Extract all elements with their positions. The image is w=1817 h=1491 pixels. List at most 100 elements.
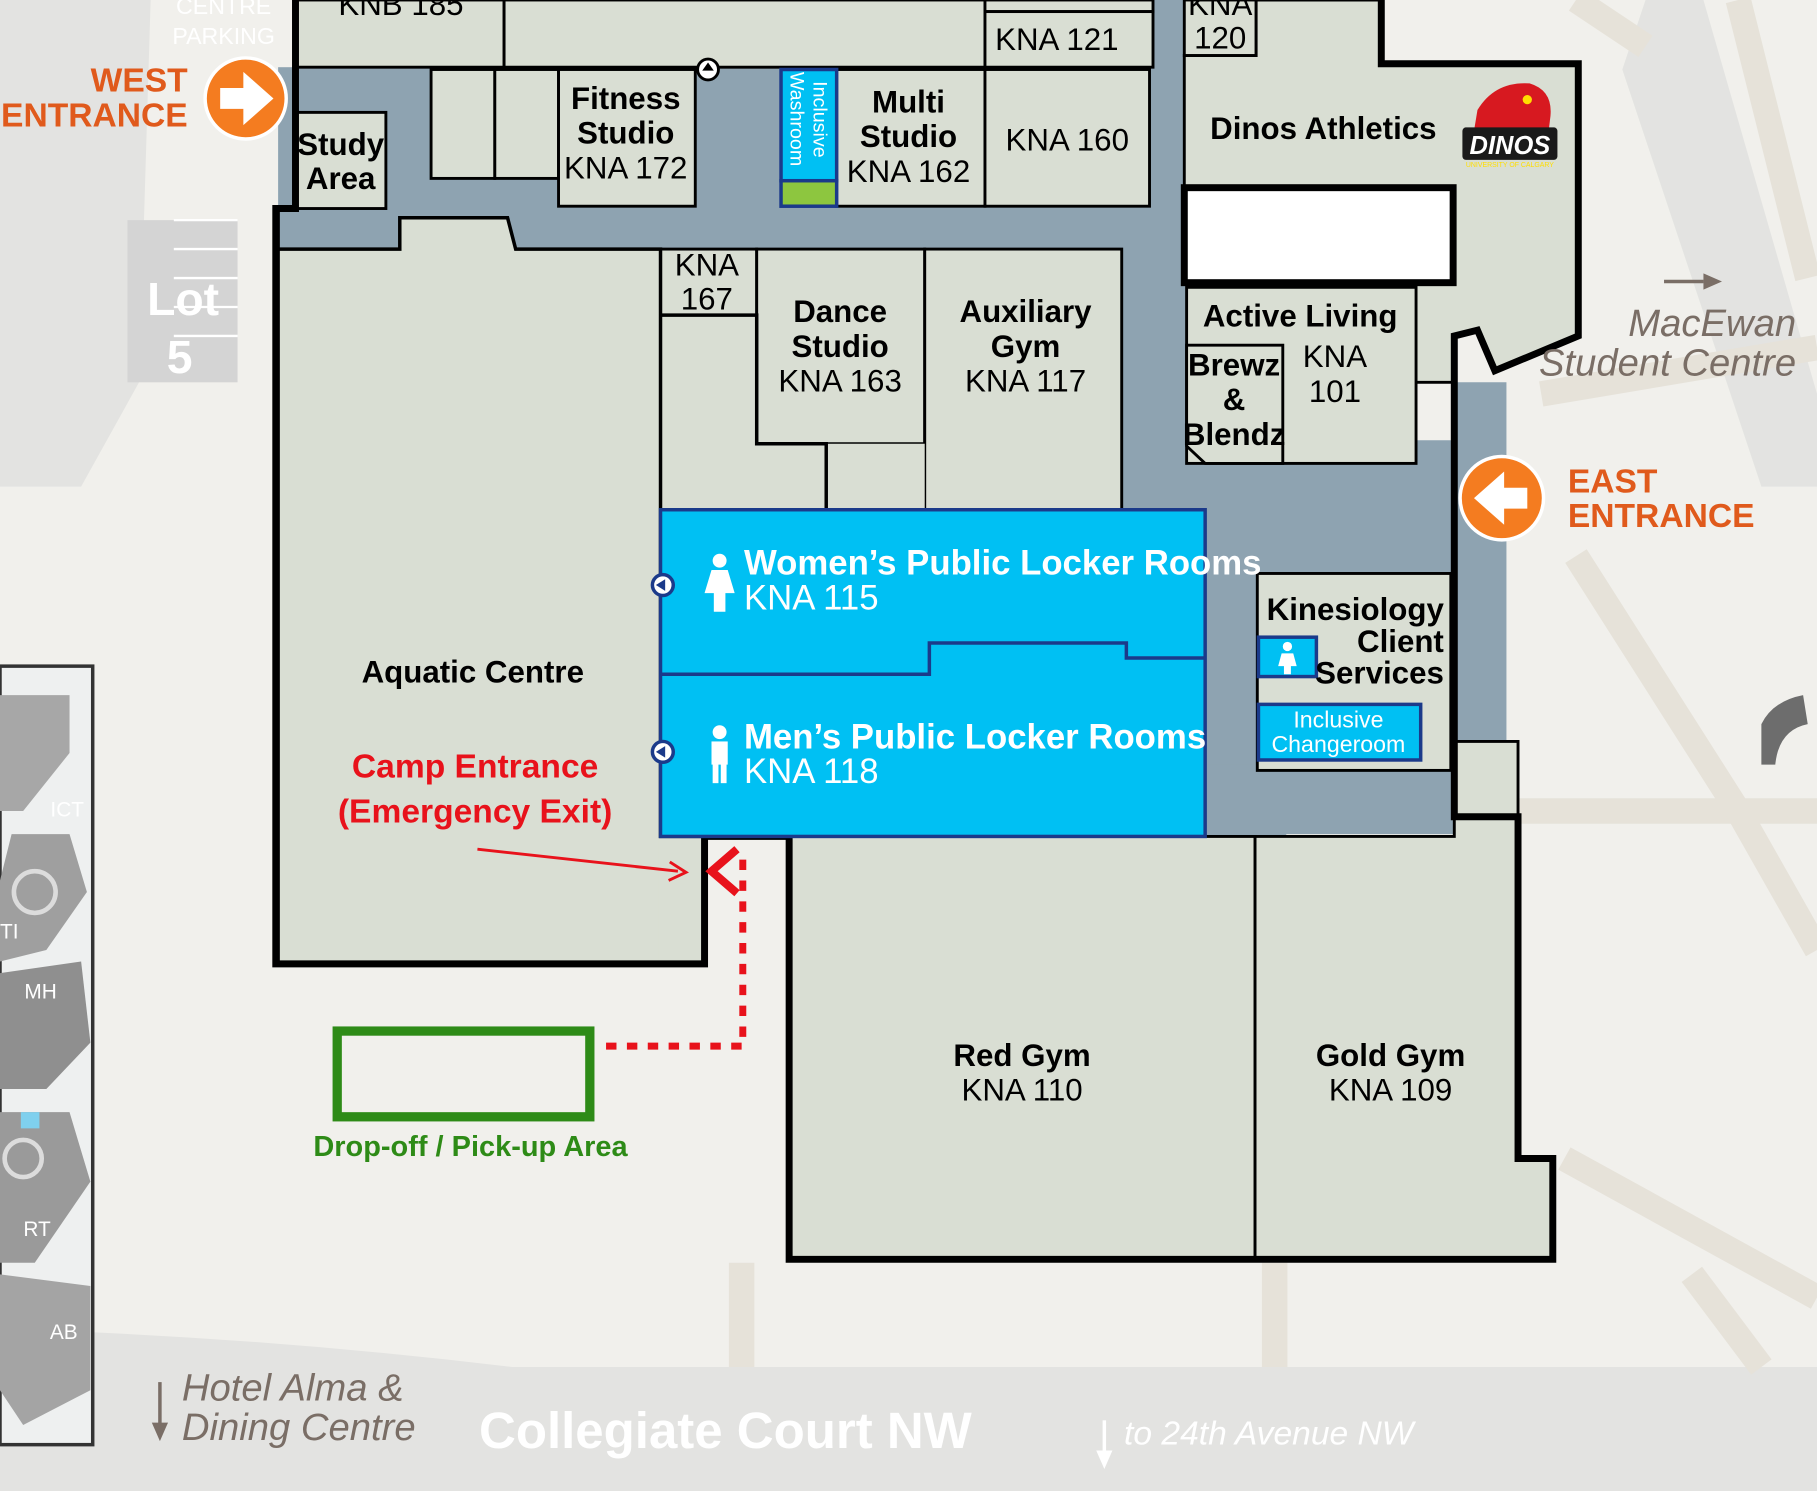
- women-locker-label: Women’s Public Locker Rooms: [744, 545, 1262, 583]
- inset-ab: AB: [50, 1321, 78, 1344]
- label-kin-1: Kinesiology: [1267, 592, 1445, 627]
- label-kna121: KNA 121: [995, 22, 1118, 57]
- lot-number: 5: [167, 331, 193, 383]
- right-landmark: [1761, 695, 1808, 765]
- label-dinos-athletics: Dinos Athletics: [1210, 111, 1436, 146]
- label-gold-gym-1: Gold Gym: [1316, 1038, 1465, 1073]
- east-entrance: EAST ENTRANCE: [1458, 454, 1755, 542]
- west-entrance: WEST ENTRANCE: [1, 56, 288, 141]
- campus-inset-map: ICT TI MH RT AB: [0, 664, 95, 1447]
- dropoff-area: Drop-off / Pick-up Area: [313, 1026, 628, 1163]
- label-kin-3: Services: [1315, 656, 1444, 691]
- label-aux-2: Gym: [991, 329, 1061, 364]
- label-study-area-1: Study: [297, 127, 384, 162]
- emergency-exit-marker: [705, 846, 740, 897]
- label-aux-1: Auxiliary: [959, 294, 1092, 329]
- inset-mh: MH: [24, 981, 56, 1004]
- inset-ti: TI: [0, 920, 19, 943]
- label-aquatic-centre: Aquatic Centre: [362, 654, 584, 689]
- room-kna121: [983, 10, 1155, 69]
- label-dance-3: KNA 163: [778, 364, 901, 399]
- room-kna123: [983, 0, 1155, 14]
- room-small-2: [493, 68, 560, 180]
- kinesiology-facilities: Inclusive Changeroom: [1256, 635, 1423, 762]
- east-entrance-label-1: EAST: [1568, 463, 1658, 500]
- centre-parking-label-2: PARKING: [172, 23, 275, 49]
- west-entrance-label-2: ENTRANCE: [1, 97, 188, 134]
- parking-lot-5: Lot 5 CENTRE PARKING: [127, 0, 275, 383]
- camp-entrance: Camp Entrance (Emergency Exit): [338, 748, 747, 1050]
- label-brewz-2: &: [1223, 382, 1246, 417]
- label-kna120-num: 120: [1194, 21, 1246, 56]
- room-brewz-blendz: [1185, 343, 1285, 465]
- rooms: [294, 0, 1580, 1261]
- label-multi-2: Studio: [860, 119, 957, 154]
- door-icon: [650, 572, 676, 598]
- hotel-direction: Hotel Alma & Dining Centre: [151, 1367, 416, 1449]
- room-red-gym: [787, 834, 1257, 1261]
- room-fitness-studio: [557, 68, 697, 208]
- door-icon: [696, 57, 720, 82]
- label-multi-1: Multi: [872, 84, 945, 119]
- label-fitness-3: KNA 172: [564, 150, 687, 185]
- aquatic-fill: [280, 251, 659, 961]
- inclusive-changeroom-label-2: Changeroom: [1271, 731, 1405, 757]
- camp-entrance-label-2: (Emergency Exit): [338, 794, 612, 831]
- dropoff-label: Drop-off / Pick-up Area: [313, 1131, 628, 1163]
- label-dance-2: Studio: [791, 329, 888, 364]
- label-kna120-top: KNA: [1188, 0, 1252, 22]
- hotel-label-2: Dining Centre: [182, 1406, 416, 1449]
- label-knb185: KNB 185: [338, 0, 463, 22]
- lot-label: Lot: [147, 273, 219, 325]
- label-active-living: Active Living: [1203, 299, 1398, 334]
- camp-route: [602, 859, 747, 1050]
- label-dance-1: Dance: [793, 294, 887, 329]
- macewan-direction: MacEwan Student Centre: [1539, 273, 1796, 384]
- building-outline: [272, 0, 1582, 1263]
- hotel-label-1: Hotel Alma &: [182, 1367, 404, 1410]
- washroom-icon: [1278, 641, 1297, 675]
- macewan-label-1: MacEwan: [1628, 302, 1796, 345]
- avenue-direction: to 24th Avenue NW: [1096, 1416, 1417, 1469]
- label-study-area-2: Area: [306, 161, 376, 196]
- label-gold-gym-2: KNA 109: [1329, 1073, 1452, 1108]
- room-kna160: [983, 68, 1151, 208]
- label-fitness-1: Fitness: [571, 81, 680, 116]
- label-kin-2: Client: [1357, 624, 1444, 659]
- inset-ict: ICT: [50, 799, 84, 822]
- centre-parking-label-1: CENTRE: [176, 0, 271, 19]
- inclusive-changeroom-label-1: Inclusive: [1293, 707, 1383, 733]
- east-entrance-label-2: ENTRANCE: [1568, 498, 1755, 535]
- room-study-area: [294, 110, 388, 210]
- west-entrance-label-1: WEST: [91, 63, 189, 100]
- walkways: [728, 0, 1817, 1375]
- east-entrance-arrow-icon: [1458, 454, 1546, 542]
- label-kna160: KNA 160: [1006, 123, 1129, 158]
- men-icon: [711, 725, 728, 784]
- street-name: Collegiate Court NW: [479, 1402, 973, 1459]
- macewan-label-2: Student Centre: [1539, 341, 1796, 384]
- door-icon: [650, 739, 676, 765]
- room-multi-studio: [835, 68, 987, 208]
- women-locker-code: KNA 115: [744, 579, 879, 617]
- avenue-label: to 24th Avenue NW: [1124, 1416, 1417, 1453]
- dinos-logo: DINOS UNIVERSITY OF CALGARY: [1462, 83, 1558, 169]
- men-locker-label: Men’s Public Locker Rooms: [744, 718, 1206, 756]
- label-brewz-3: Blendz: [1183, 417, 1285, 452]
- label-fitness-2: Studio: [577, 116, 674, 151]
- room-labels: KNB 185 KNA 121 KNA 120 Study Area Fitne…: [297, 0, 1465, 1108]
- label-kna101-2: 101: [1309, 374, 1361, 409]
- inclusive-washroom: Inclusive Washroom: [779, 67, 839, 208]
- room-small-1: [429, 68, 497, 180]
- label-brewz-1: Brewz: [1188, 347, 1280, 382]
- west-entrance-arrow-icon: [203, 56, 288, 141]
- label-red-gym-2: KNA 110: [962, 1073, 1083, 1108]
- room-kna167: [659, 247, 759, 317]
- label-aux-3: KNA 117: [965, 364, 1086, 399]
- men-locker-code: KNA 118: [744, 753, 879, 791]
- label-kna167-2: 167: [681, 281, 733, 316]
- label-kna101-1: KNA: [1303, 339, 1367, 374]
- locker-rooms: Women’s Public Locker Rooms KNA 115 Men’…: [650, 508, 1262, 839]
- label-red-gym-1: Red Gym: [953, 1038, 1090, 1073]
